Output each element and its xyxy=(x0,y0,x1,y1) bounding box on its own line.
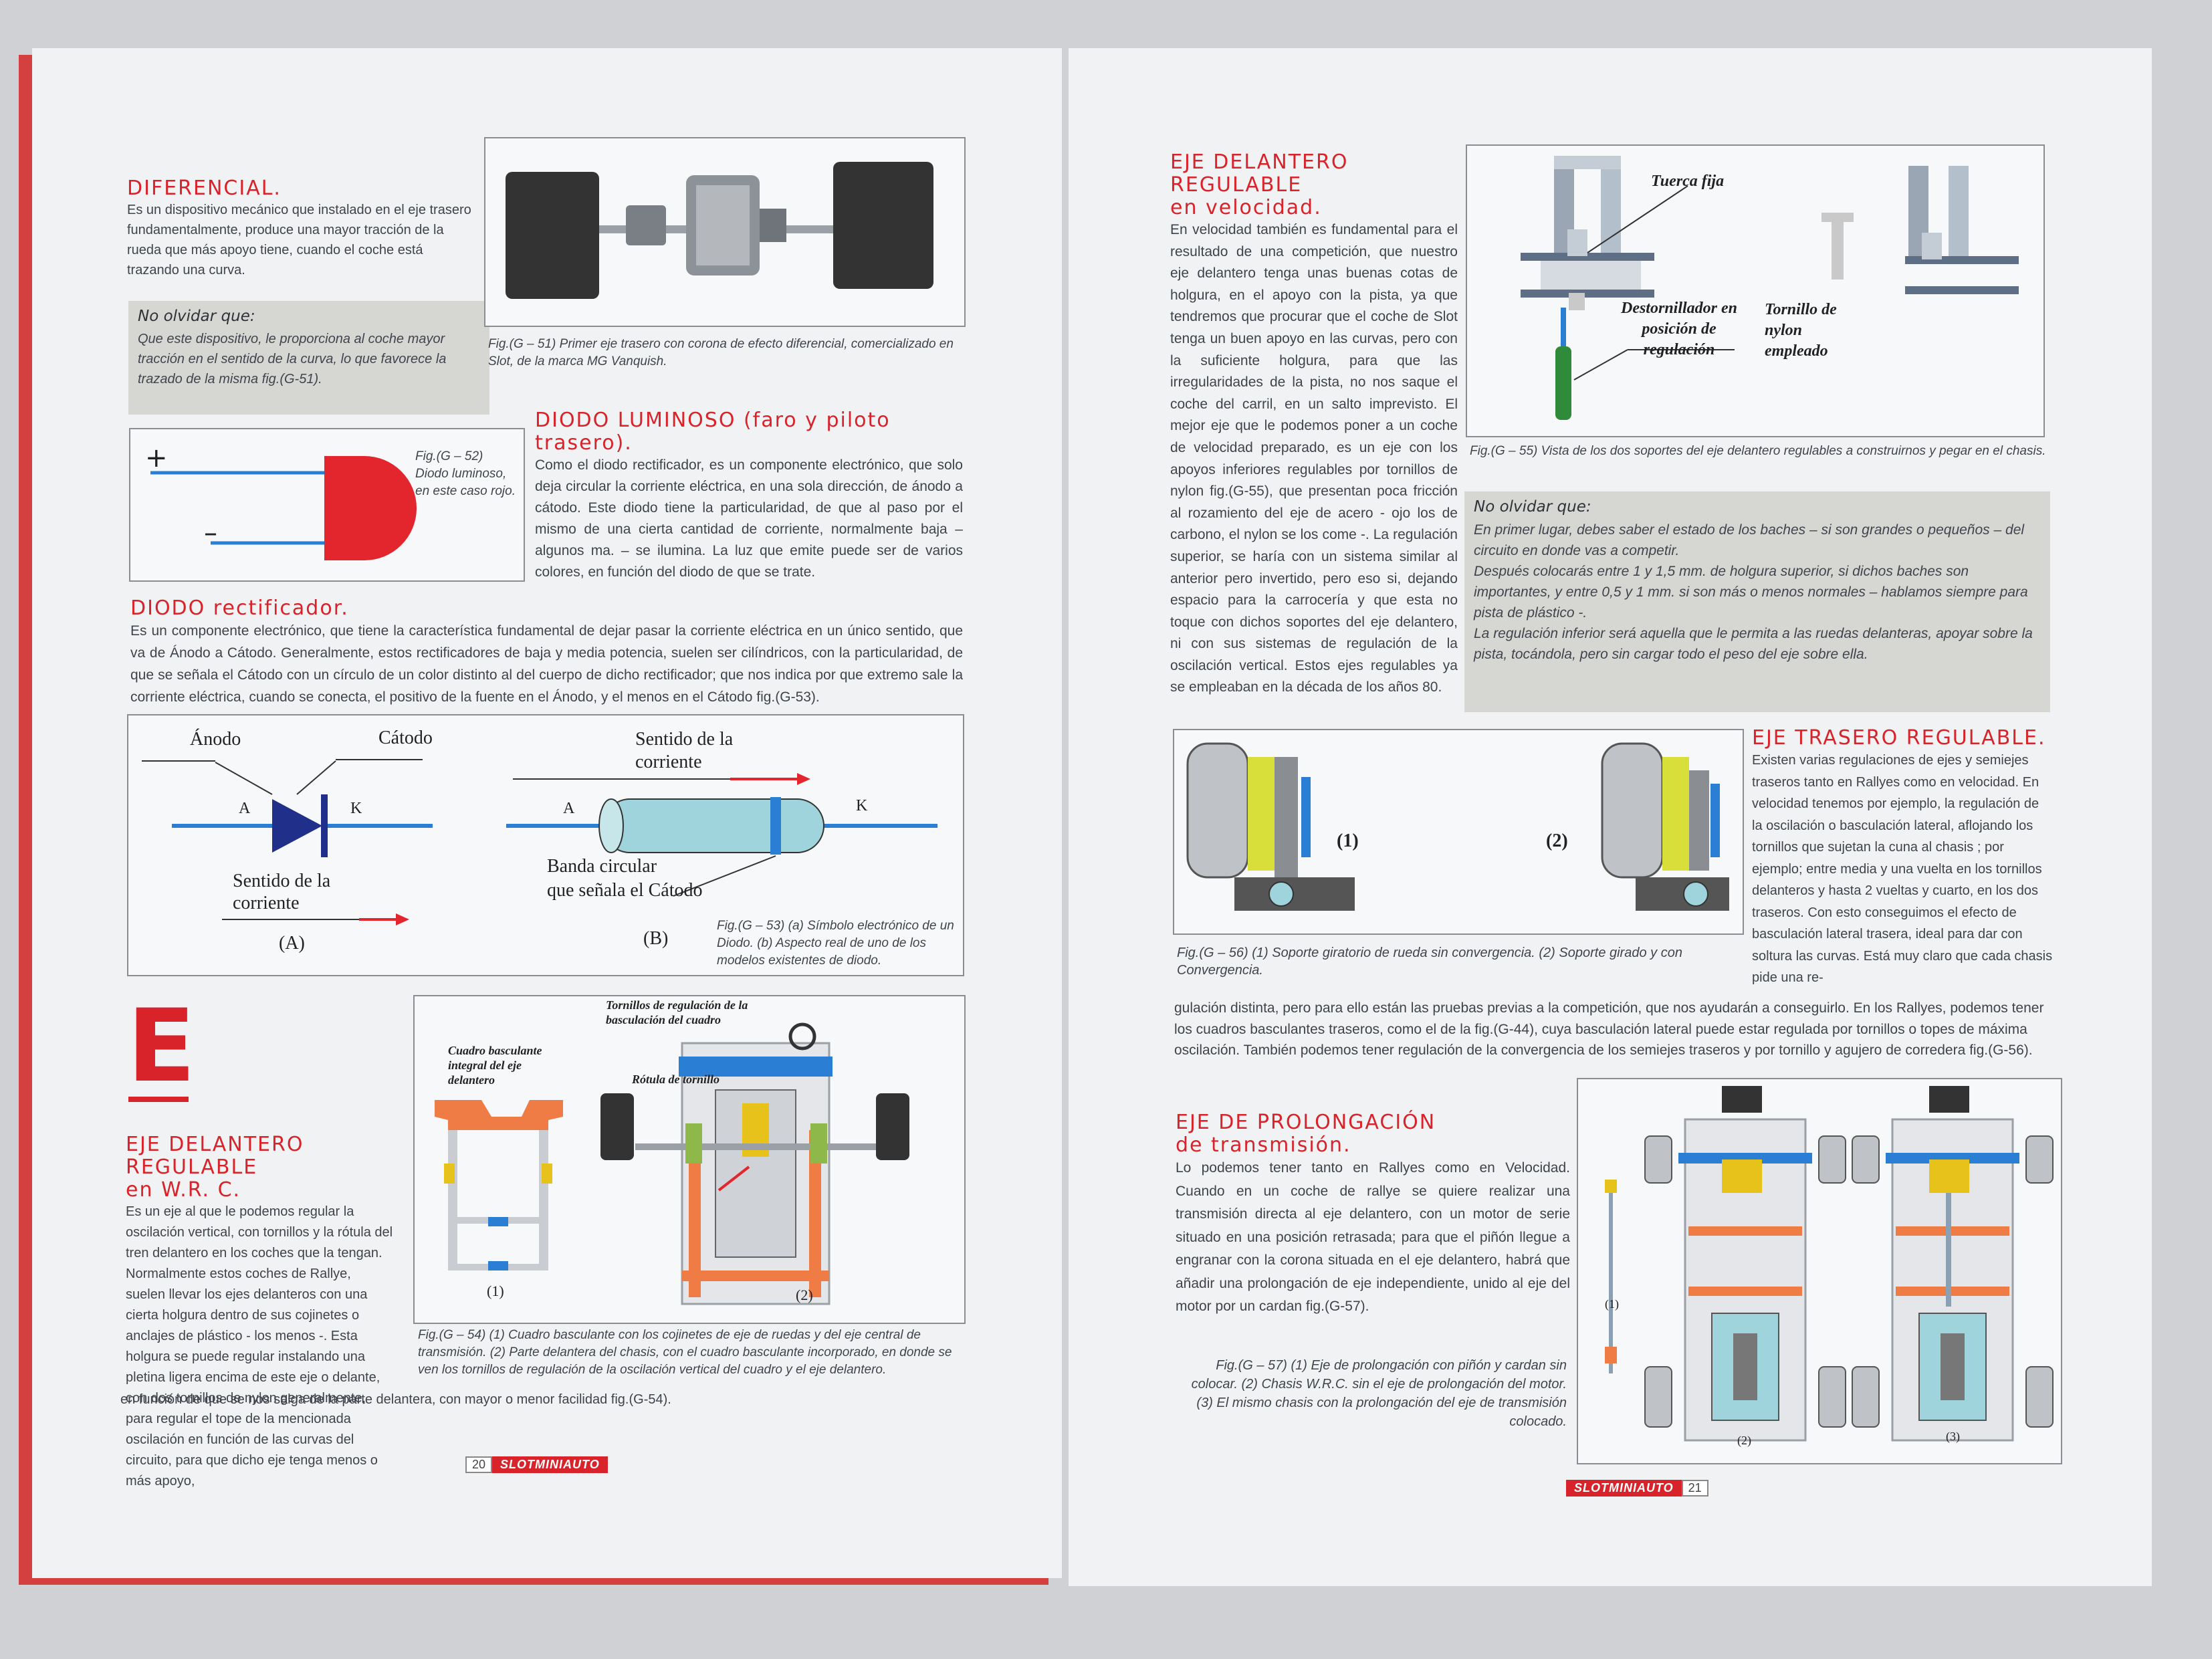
section-letter-underline xyxy=(128,1097,189,1102)
label-fig-b: (B) xyxy=(643,928,669,949)
chassis-extension-illustration xyxy=(1605,1086,2054,1442)
label-fig-a: (A) xyxy=(279,933,305,954)
eje-velocidad-note-line-3: La regulación inferior será aquella que … xyxy=(1474,626,2033,662)
eje-velocidad-note-title: No olvidar que: xyxy=(1474,498,1591,516)
diode-symbol-and-body-illustration xyxy=(142,759,937,925)
axle-supports-illustration xyxy=(1521,156,2019,420)
label-cuadro-basculante: Cuadro basculante integral del eje delan… xyxy=(448,1044,542,1087)
label-fig-g57-2: (2) xyxy=(1737,1434,1751,1447)
eje-prolongacion-section: EJE DE PROLONGACIÓN de transmisión. Lo p… xyxy=(1176,1111,1570,1319)
label-destornillador: Destornillador en posición de regulación xyxy=(1620,300,1738,358)
label-fig-g54-1: (1) xyxy=(487,1283,504,1299)
eje-trasero-section: EJE TRASERO REGULABLE. Existen varias re… xyxy=(1752,727,2053,989)
front-frame-illustration xyxy=(435,1022,909,1305)
led-symbol-illustration xyxy=(150,456,417,560)
diodo-rectificador-section: DIODO rectificador. Es un componente ele… xyxy=(130,597,963,708)
eje-prolongacion-body: Lo podemos tener tanto en Rallyes como e… xyxy=(1176,1160,1570,1314)
eje-trasero-body: Existen varias regulaciones de ejes y se… xyxy=(1752,753,2053,985)
fig-g53-diode: Ánodo Cátodo A K Sentido de la corriente… xyxy=(127,714,964,976)
label-fig-g57-1: (1) xyxy=(1605,1297,1619,1311)
eje-velocidad-note-line-1: En primer lugar, debes saber el estado d… xyxy=(1474,522,2025,558)
label-fig-g54-2: (2) xyxy=(796,1287,813,1303)
diferencial-section: DIFERENCIAL. Es un dispositivo mecánico … xyxy=(127,177,475,280)
rear-axle-differential-illustration xyxy=(506,162,933,299)
left-page-number: 20 xyxy=(465,1456,493,1473)
right-page-footer: SLOTMINIAUTO 21 xyxy=(1566,1480,1708,1497)
led-minus-sign: – xyxy=(204,518,217,548)
led-plus-sign: + xyxy=(145,443,168,473)
eje-wrc-title-2: en W.R. C. xyxy=(126,1178,241,1202)
diferencial-note: No olvidar que: Que este dispositivo, le… xyxy=(128,301,489,415)
section-letter-e: E xyxy=(127,988,196,1105)
eje-prolongacion-title-1: EJE DE PROLONGACIÓN xyxy=(1176,1111,1436,1134)
label-fig-g56-2: (2) xyxy=(1546,831,1568,851)
diferencial-title: DIFERENCIAL. xyxy=(127,177,282,200)
eje-velocidad-body: En velocidad también es fundamental para… xyxy=(1170,222,1458,695)
label-sentido-a-1: Sentido de la xyxy=(233,871,331,891)
eje-velocidad-note: No olvidar que: En primer lugar, debes s… xyxy=(1464,491,2050,712)
label-a-body: A xyxy=(563,800,575,817)
label-a-symbol: A xyxy=(239,800,251,817)
label-banda-1: Banda circular xyxy=(547,856,657,877)
left-brand-badge: SLOTMINIAUTO xyxy=(492,1456,608,1473)
fig-g56-wheel-supports: (1) (2) xyxy=(1173,729,1744,935)
label-fig-g56-1: (1) xyxy=(1337,831,1359,851)
fig-g51-caption: Fig.(G – 51) Primer eje trasero con coro… xyxy=(488,337,954,368)
fig-g54-front-frame: Cuadro basculante integral del eje delan… xyxy=(413,995,966,1324)
eje-velocidad-title-1: EJE DELANTERO REGULABLE xyxy=(1170,150,1349,197)
right-page-number: 21 xyxy=(1681,1480,1708,1497)
fig-g57-caption: Fig.(G – 57) (1) Eje de prolongación con… xyxy=(1191,1358,1567,1429)
fig-g54-caption: Fig.(G – 54) (1) Cuadro basculante con l… xyxy=(418,1328,952,1377)
diferencial-note-title: No olvidar que: xyxy=(138,308,255,325)
fig-g55-caption: Fig.(G – 55) Vista de los dos soportes d… xyxy=(1470,444,2046,458)
fig-g53-caption: Fig.(G – 53) (a) Símbolo electrónico de … xyxy=(717,919,954,968)
label-tornillo-nylon: Tornillo de nylon empleado xyxy=(1765,301,1837,360)
right-brand-badge: SLOTMINIAUTO xyxy=(1566,1480,1682,1497)
eje-wrc-section: EJE DELANTERO REGULABLE en W.R. C. Es un… xyxy=(126,1133,393,1492)
eje-wrc-title-1: EJE DELANTERO REGULABLE xyxy=(126,1133,304,1179)
label-fig-g57-3: (3) xyxy=(1946,1430,1960,1443)
fig-g56-caption: Fig.(G – 56) (1) Soporte giratorio de ru… xyxy=(1177,946,1682,978)
fig-g51-rear-axle xyxy=(484,137,966,327)
label-rotula-tornillo: Rótula de tornillo xyxy=(632,1073,720,1086)
label-sentido-a-2: corriente xyxy=(233,893,300,913)
eje-trasero-body-full: gulación distinta, pero para ello están … xyxy=(1174,1000,2044,1058)
label-anodo: Ánodo xyxy=(190,729,241,750)
diodo-luminoso-body: Como el diodo rectificador, es un compon… xyxy=(535,457,963,580)
label-k-body: K xyxy=(856,797,868,814)
eje-trasero-title: EJE TRASERO REGULABLE. xyxy=(1752,726,2046,750)
fig-g57-chassis: (1) (2) (3) xyxy=(1577,1078,2062,1464)
label-sentido-b-1: Sentido de la xyxy=(635,729,734,750)
fig-g55-axle-supports: Tuerca fija Destornillador en posición d… xyxy=(1466,144,2045,437)
wheel-supports-illustration xyxy=(1186,742,1729,911)
diodo-luminoso-section: DIODO LUMINOSO (faro y piloto trasero). … xyxy=(535,409,963,583)
eje-prolongacion-title-2: de transmisión. xyxy=(1176,1133,1351,1157)
eje-velocidad-title-2: en velocidad. xyxy=(1170,196,1322,219)
left-page-footer: 20 SLOTMINIAUTO xyxy=(465,1456,608,1473)
diodo-rectificador-title: DIODO rectificador. xyxy=(130,596,349,620)
fig-g52-caption: Fig.(G – 52) Diodo luminoso, en este cas… xyxy=(415,449,516,498)
eje-velocidad-section: EJE DELANTERO REGULABLE en velocidad. En… xyxy=(1170,151,1458,699)
diodo-rectificador-body: Es un componente electrónico, que tiene … xyxy=(130,623,963,705)
eje-wrc-body-full: en función de que se nos salga de la par… xyxy=(120,1392,671,1407)
label-banda-2: que señala el Cátodo xyxy=(547,880,703,901)
label-sentido-b-2: corriente xyxy=(635,752,702,772)
diodo-luminoso-title: DIODO LUMINOSO (faro y piloto trasero). xyxy=(535,409,891,455)
fig-g52-led: + – Fig.(G – 52) Diodo luminoso, en este… xyxy=(129,428,525,582)
eje-velocidad-note-line-2: Después colocarás entre 1 y 1,5 mm. de h… xyxy=(1474,564,2028,621)
diferencial-body: Es un dispositivo mecánico que instalado… xyxy=(127,203,471,278)
label-tornillos-regulacion: Tornillos de regulación de la basculació… xyxy=(606,998,748,1026)
label-catodo: Cátodo xyxy=(378,728,433,748)
eje-wrc-body: Es un eje al que le podemos regular la o… xyxy=(126,1204,393,1488)
label-k-symbol: K xyxy=(350,800,362,817)
label-tuerca-fija: Tuerca fija xyxy=(1651,173,1725,190)
diferencial-note-body: Que este dispositivo, le proporciona al … xyxy=(138,332,447,386)
